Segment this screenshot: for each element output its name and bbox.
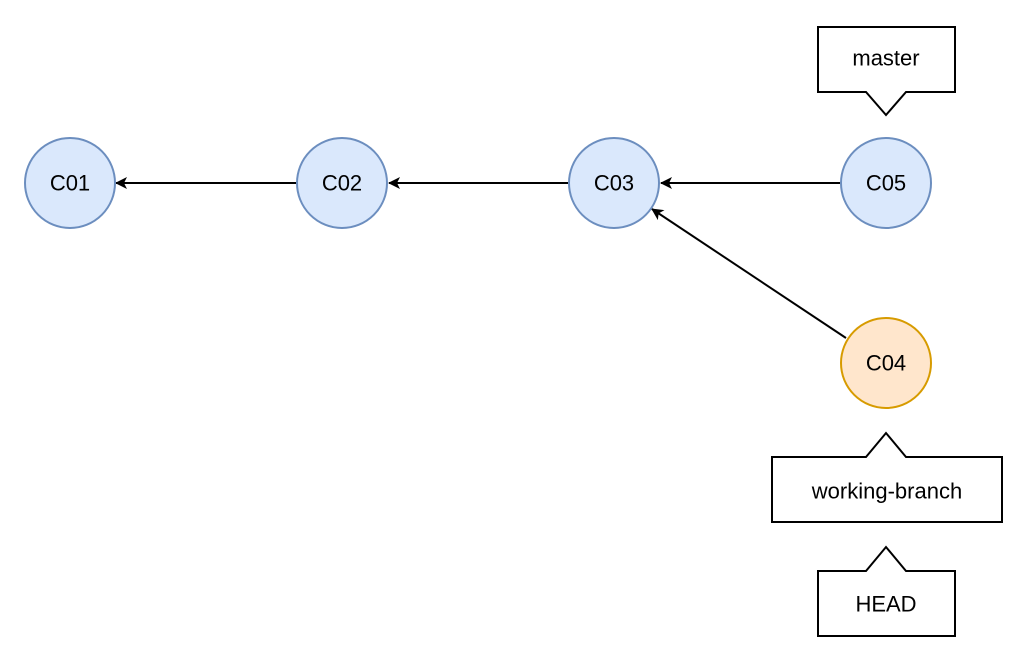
commit-node-c05[interactable]: C05 bbox=[840, 137, 932, 229]
ref-callout-working-branch[interactable]: working-branch bbox=[771, 431, 1003, 523]
callout-master-shape bbox=[817, 26, 956, 117]
commit-node-c01[interactable]: C01 bbox=[24, 137, 116, 229]
commit-label-c03: C03 bbox=[594, 171, 634, 196]
commit-label-c01: C01 bbox=[50, 171, 90, 196]
ref-label-head: HEAD bbox=[855, 592, 916, 617]
callout-head-shape bbox=[817, 545, 956, 637]
ref-callout-head[interactable]: HEAD bbox=[817, 545, 956, 637]
callout-working-branch-shape bbox=[771, 431, 1003, 523]
commit-node-c03[interactable]: C03 bbox=[568, 137, 660, 229]
ref-label-working-branch: working-branch bbox=[811, 479, 962, 504]
commit-label-c05: C05 bbox=[866, 171, 906, 196]
commit-label-c04: C04 bbox=[866, 351, 906, 376]
commit-edges bbox=[115, 177, 847, 339]
commit-label-c02: C02 bbox=[322, 171, 362, 196]
commit-node-c04[interactable]: C04 bbox=[840, 317, 932, 409]
edge-c04-to-c03 bbox=[651, 208, 847, 339]
ref-callout-master[interactable]: master bbox=[817, 26, 956, 117]
commit-node-c02[interactable]: C02 bbox=[296, 137, 388, 229]
ref-label-master: master bbox=[852, 46, 919, 71]
